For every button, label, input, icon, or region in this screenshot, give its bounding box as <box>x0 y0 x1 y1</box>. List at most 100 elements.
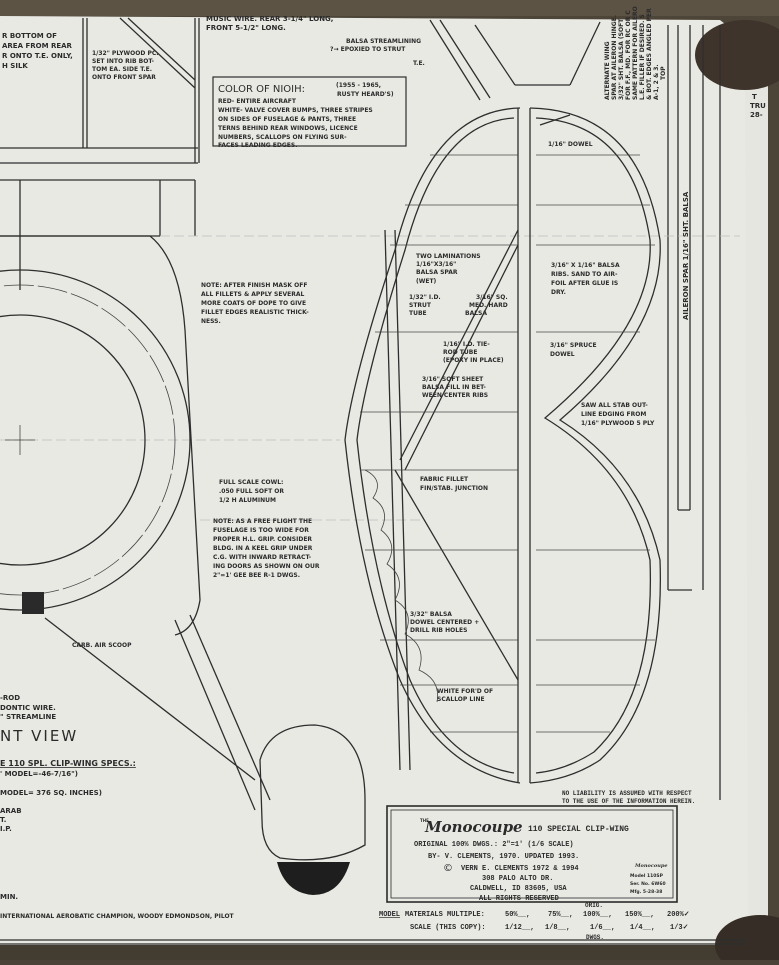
drawing-label: FRONT 5-1/2" LONG. <box>206 24 286 32</box>
drawing-label: SAW ALL STAB OUT- <box>581 402 648 409</box>
drawing-label: BALSA FILL IN BET- <box>422 384 486 391</box>
drawing-label: FIN/STAB. JUNCTION <box>420 485 488 492</box>
drawing-label: C.G. WITH INWARD RETRACT- <box>213 554 312 561</box>
drawing-label: ONTO FRONT SPAR <box>92 74 156 81</box>
drawing-label: DONTIC WIRE. <box>0 704 56 712</box>
drawing-label: Mfg. 5-28-38 <box>630 889 662 895</box>
drawing-label: 3/16" X 1/16" BALSA <box>551 262 620 269</box>
drawing-label: STRUT <box>409 302 432 309</box>
top-left-note: R BOTTOM OF AREA FROM REAR R ONTO T.E. O… <box>2 32 73 70</box>
streamlining-note: BALSA STREAMLINING ?→ EPOXIED TO STRUT T… <box>330 38 425 67</box>
view-title: NT VIEW <box>0 727 78 745</box>
drawing-label: WHITE FOR'D OF <box>437 688 493 695</box>
drawing-label: MATERIALS MULTIPLE: <box>405 911 485 919</box>
drawing-label: NO LIABILITY IS ASSUMED WITH RESPECT <box>562 790 692 797</box>
drawing-label: AREA FROM REAR <box>2 42 73 50</box>
drawing-label: ING DOORS AS SHOWN ON OUR <box>213 563 320 570</box>
drawing-label: -ROD <box>0 694 20 702</box>
drawing-label: LINE EDGING FROM <box>581 411 646 418</box>
drawing-label: WHITE- VALVE COVER BUMPS, THREE STRIPES <box>218 107 373 114</box>
drawing-label: PROPER H.L. GRIP. CONSIDER <box>213 536 312 543</box>
strut-notes: -ROD DONTIC WIRE. " STREAMLINE <box>0 694 56 721</box>
paper-sheet <box>0 16 748 945</box>
drawing-label: 150%__, <box>625 911 654 919</box>
drawing-label: FUSELAGE IS TOO WIDE FOR <box>213 527 309 534</box>
drawing-label: ' MODEL=-46-7/16") <box>0 770 78 778</box>
drawing-label: 1/16"X3/16" <box>416 261 456 268</box>
drawing-label: 75%__, <box>548 911 573 919</box>
drawing-label: DRILL RIB HOLES <box>410 627 467 634</box>
alternate-wing-note: ALTERNATE WING SPAR AT AILERON HINGE. 3/… <box>604 6 660 100</box>
drawing-label: 28- <box>750 111 763 119</box>
drawing-label: MUSIC WIRE. REAR 3-1/4" LONG, <box>206 15 333 23</box>
drawing-label: .050 FULL SOFT OR <box>219 488 284 495</box>
right-strip-text: T TRU 28- <box>750 93 766 119</box>
carb-label: CARB. AIR SCOOP <box>72 642 132 649</box>
drawing-label: 1/8__, <box>545 924 570 932</box>
drawing-label: FOIL AFTER GLUE IS <box>551 280 618 287</box>
drawing-label: 1/16" DOWEL <box>548 141 593 148</box>
drawing-label: 2"=1' GEE BEE R-1 DWGS. <box>213 572 300 579</box>
drawing-label: NOTE: AS A FREE FLIGHT THE <box>213 518 312 525</box>
drawing-label: 1/12__, <box>505 924 534 932</box>
drawing-label: 50%__, <box>505 911 530 919</box>
music-wire-note: MUSIC WIRE. REAR 3-1/4" LONG, FRONT 5-1/… <box>206 15 333 32</box>
drawing-label: RIBS. SAND TO AIR- <box>551 271 618 278</box>
drawing-label: FULL SCALE COWL: <box>219 479 283 486</box>
plywood-note: 1/32" PLYWOOD PC. SET INTO RIB BOT- TOM … <box>92 50 159 81</box>
drawing-label: 3/32" SHT. BALSA (SOFT <box>618 18 625 100</box>
title-block: THE Monocoupe 110 SPECIAL CLIP-WING ORIG… <box>386 805 678 903</box>
drawing-label: MORE COATS OF DOPE TO GIVE <box>201 300 306 307</box>
drawing-label: 1/32" PLYWOOD PC. <box>92 50 159 57</box>
drawing-label: 3/16" SOFT SHEET <box>422 376 484 383</box>
drawing-label: NOTE: AFTER FINISH MASK OFF <box>201 282 307 289</box>
drawing-label: BALSA SPAR <box>416 269 458 276</box>
cowl-note: FULL SCALE COWL: .050 FULL SOFT OR 1/2 H… <box>219 479 284 504</box>
drawing-label: SPAR AT AILERON HINGE. <box>611 15 618 100</box>
drawing-label: 200%✓ <box>667 911 690 919</box>
drawing-label: 1/3✓ <box>670 924 688 932</box>
drawing-label: SAME PATTERN FOR AILERO <box>632 6 639 100</box>
free-flight-note: NOTE: AS A FREE FLIGHT THE FUSELAGE IS T… <box>213 518 320 579</box>
drawing-label: L.E. FILLER IF DESIRED. S <box>639 14 646 100</box>
drawing-label: MED. HARD <box>469 302 508 309</box>
drawing-label: ARAB <box>0 807 22 815</box>
drawing-label: 3/32" BALSA <box>410 611 452 618</box>
drawing-label: 100%__, <box>583 911 612 919</box>
materials-line: ORIG. MODEL MATERIALS MULTIPLE: 50%__, 7… <box>379 902 690 919</box>
drawing-label: ROD TUBE <box>443 349 477 356</box>
drawing-label: Ser. No. 6W60 <box>630 881 666 887</box>
drawing-label: I.P. <box>0 825 12 833</box>
drawing-label: FOR F.F., MD. FOR RC OR C <box>625 10 632 100</box>
drawing-label: A-1, 2 & 3. <box>653 64 660 100</box>
drawing-label: VERN E. CLEMENTS 1972 & 1994 <box>461 865 579 873</box>
drawing-label: & BOT. EDGES ANGLED PER <box>646 8 653 100</box>
champion-line: INTERNATIONAL AEROBATIC CHAMPION, WOODY … <box>0 913 235 920</box>
drawing-label: NUMBERS, SCALLOPS ON FLYING SUR- <box>218 134 347 141</box>
construction-lines <box>0 235 740 521</box>
drawing-label: RUSTY HEARD'S) <box>337 91 394 98</box>
drawing-label: RED- ENTIRE AIRCRAFT <box>218 98 297 105</box>
drawing-label: 110 SPECIAL CLIP-WING <box>528 825 629 834</box>
drawing-label: CALDWELL, ID 83605, USA <box>470 885 567 893</box>
drawing-label: 308 PALO ALTO DR. <box>482 875 553 883</box>
drawing-label: BALSA STREAMLINING <box>346 38 421 45</box>
drawing-label: FILLET EDGES REALISTIC THICK- <box>201 309 309 316</box>
drawing-label: ?→ EPOXIED TO STRUT <box>330 46 406 53</box>
frame-lines <box>0 17 745 945</box>
drawing-label: COLOR OF NIOIH: <box>218 84 305 95</box>
drawing-label: (WET) <box>416 278 437 285</box>
drawing-label: TERNS BEHIND REAR WINDOWS, LICENCE <box>218 125 358 132</box>
drawing-label: SCALLOP LINE <box>437 696 485 703</box>
scale-line: SCALE (THIS COPY): 1/12__, 1/8__, 1/6__,… <box>410 924 688 941</box>
drawing-label: 3/16" SPRUCE <box>550 342 597 349</box>
drawing-label: Monocoupe <box>634 863 668 869</box>
drawing-label: E 110 SPL. CLIP-WING SPECS.: <box>0 759 136 768</box>
fuselage-front-view <box>0 235 366 895</box>
drawing-label: ON SIDES OF FUSELAGE & PANTS, THREE <box>218 116 356 123</box>
drawing-label: T. <box>0 816 6 824</box>
drawing-label: R ONTO T.E. ONLY, <box>2 52 73 60</box>
drawing-label: 1/4__, <box>630 924 655 932</box>
drawing-label: DOWEL CENTERED + <box>410 619 479 626</box>
